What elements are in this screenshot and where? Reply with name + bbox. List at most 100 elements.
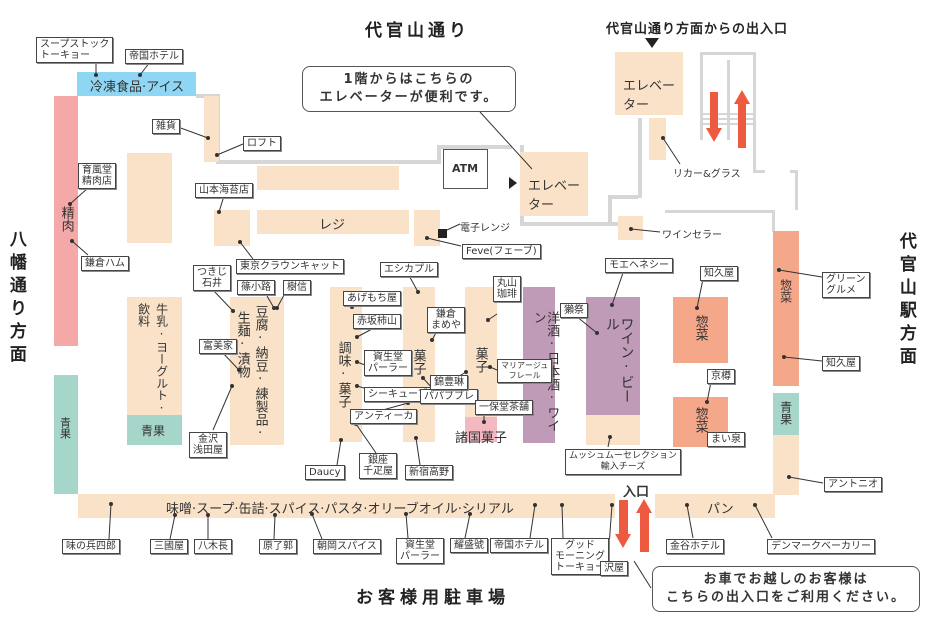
tag-papabubble[interactable]: パパブブレ xyxy=(420,389,478,404)
tag-zakka[interactable]: 雑貨 xyxy=(152,119,180,134)
area-deli-mid1[interactable]: 惣菜 xyxy=(673,297,728,363)
tag-daucy[interactable]: Daucy xyxy=(305,465,345,480)
area-sweets2-label: 菓子 xyxy=(472,347,488,373)
customer-parking: お客様用駐車場 xyxy=(356,588,510,608)
elevator-top[interactable]: エレベーター xyxy=(615,52,683,115)
area-tofu-label: 豆腐·納豆·練製品· xyxy=(252,305,268,441)
tag-ikufudo[interactable]: 育風堂 精肉店 xyxy=(78,163,116,189)
area-bread-label: パン xyxy=(707,502,734,517)
tag-yamamoto[interactable]: 山本海苔店 xyxy=(195,183,253,198)
tag-yoseigo[interactable]: 耀盛號 xyxy=(450,538,488,553)
tag-dassai[interactable]: 獺祭 xyxy=(560,303,588,318)
area-deli-mid1-label: 惣菜 xyxy=(692,315,708,341)
tag-kanaya-hotel[interactable]: 金谷ホテル xyxy=(666,539,724,554)
area-meat[interactable]: 精肉 xyxy=(54,96,78,346)
tag-antonio[interactable]: アントニオ xyxy=(824,477,882,492)
tag-green-gourmet[interactable]: グリーン グルメ xyxy=(822,272,870,298)
shelf-liquor-glass[interactable] xyxy=(649,118,666,160)
tag-good-morning-tokyo[interactable]: グッド モーニング トーキョー xyxy=(551,538,609,575)
shelf-yamamoto[interactable] xyxy=(214,210,250,246)
tag-yagicho[interactable]: 八木長 xyxy=(194,539,232,554)
tag-maruyama-coffee[interactable]: 丸山 珈琲 xyxy=(493,276,521,302)
entrance-label: 入口 xyxy=(623,485,650,500)
tag-mariage-freres[interactable]: マリアージュ フレール xyxy=(497,359,553,383)
area-produce-mid[interactable]: 青果 xyxy=(127,415,182,445)
tag-fumiya[interactable]: 富美家 xyxy=(199,339,237,354)
tag-mushu-cheese[interactable]: ムッシュムーセレクション 輸入チーズ xyxy=(565,449,682,475)
tag-soup-stock[interactable]: スープストック トーキョー xyxy=(36,37,114,63)
tag-agemochi[interactable]: あげもち屋 xyxy=(343,291,401,306)
tag-shinokoji[interactable]: 篠小路 xyxy=(237,280,275,295)
area-seasoning-label: 調味·菓子 xyxy=(335,341,351,408)
area-pantry-label: 味噌·スープ·缶詰·スパイス·パスタ·オリーブオイル·シリアル xyxy=(166,502,514,517)
area-tofu[interactable]: 生麺·漬物 豆腐·納豆·練製品· xyxy=(230,297,284,445)
shelf-zakka[interactable] xyxy=(204,96,219,162)
area-produce-left-label: 青果 xyxy=(58,417,72,439)
area-seasoning[interactable]: 調味·菓子 xyxy=(330,287,362,442)
tag-kyotaru[interactable]: 京樽 xyxy=(707,369,735,384)
atm[interactable]: ATM xyxy=(443,149,488,189)
tag-ippodo[interactable]: 一保堂茶舗 xyxy=(475,400,533,415)
tag-chikyuya-1[interactable]: 知久屋 xyxy=(700,266,738,281)
tag-antica[interactable]: アンティーカ xyxy=(350,409,418,424)
area-frozen[interactable]: 冷凍食品·アイス xyxy=(77,72,196,96)
tag-ajino-hyoshiro[interactable]: 味の兵四郎 xyxy=(62,539,120,554)
car-callout: お車でお越しのお客様は こちらの出入口をご利用ください。 xyxy=(652,566,920,612)
tag-sawaya[interactable]: 沢屋 xyxy=(600,561,628,576)
tag-shiseido-parlour-2[interactable]: 資生堂 パーラー xyxy=(396,538,444,564)
area-produce-left[interactable]: 青果 xyxy=(54,375,78,494)
escalator-down-icon xyxy=(710,92,718,130)
tag-jusen[interactable]: 樹信 xyxy=(283,280,311,295)
tag-akasaka-kakiyama[interactable]: 赤坂柿山 xyxy=(353,314,401,329)
area-deli-right[interactable]: 惣菜 xyxy=(773,231,799,386)
elevator-center[interactable]: エレベーター xyxy=(520,152,588,216)
tag-imperial-hotel-top[interactable]: 帝国ホテル xyxy=(125,49,183,64)
street-daikanyama-dori: 代官山通り xyxy=(365,21,470,41)
area-drinks-label: 飲料 xyxy=(136,303,151,327)
tag-feve[interactable]: Feve(フェーブ) xyxy=(462,244,541,259)
tag-chikyuya-2[interactable]: 知久屋 xyxy=(822,356,860,371)
daikanyama-station-direction: 代官山駅方面 xyxy=(895,232,916,370)
tag-imperial-hotel-bottom[interactable]: 帝国ホテル xyxy=(490,538,548,553)
tag-kamakura-mameya[interactable]: 鎌倉 まめや xyxy=(427,307,465,333)
tag-denmark-bakery[interactable]: デンマークベーカリー xyxy=(767,539,875,554)
tag-mikuniya[interactable]: 三國屋 xyxy=(150,539,188,554)
area-regional-sweets[interactable] xyxy=(465,417,497,442)
top-entrance-label: 代官山通り方面からの出入口 xyxy=(606,22,789,37)
shelf-cheese[interactable] xyxy=(586,415,640,445)
shelf-b[interactable] xyxy=(257,166,399,190)
area-pantry[interactable]: 味噌·スープ·缶詰·スパイス·パスタ·オリーブオイル·シリアル xyxy=(78,494,615,518)
shelf-wine-cellar[interactable] xyxy=(618,216,643,240)
area-drinks-dairy[interactable]: 飲料 牛乳·ヨーグルト· xyxy=(127,297,182,415)
shelf-a[interactable] xyxy=(127,153,172,243)
tag-kamakura-ham[interactable]: 鎌倉ハム xyxy=(81,256,129,271)
tag-esicaple[interactable]: エシカプル xyxy=(380,262,438,277)
area-produce-right[interactable]: 青果 xyxy=(773,393,799,435)
tag-maisen[interactable]: まい泉 xyxy=(707,432,745,447)
tag-hararyoukaku[interactable]: 原了郭 xyxy=(259,539,297,554)
tag-tokyo-crown-cat[interactable]: 東京クラウンキャット xyxy=(236,259,344,274)
tag-shiseido-parlour-1[interactable]: 資生堂 パーラー xyxy=(364,350,412,376)
street-hachiman-dori: 八幡通り方面 xyxy=(5,230,26,368)
tag-c-cube[interactable]: シーキューブ xyxy=(364,387,432,402)
area-meat-label: 精肉 xyxy=(58,206,74,232)
tag-kinhourin[interactable]: 錦豊琳 xyxy=(430,375,468,390)
tag-asaoka-spice[interactable]: 朝岡スパイス xyxy=(313,539,381,554)
tag-ginza-sembikiya[interactable]: 銀座 千疋屋 xyxy=(359,453,397,479)
microwave-label: 電子レンジ xyxy=(460,223,510,234)
area-wine-beer-label: ワイン·ビール xyxy=(603,317,635,403)
area-register[interactable]: レジ xyxy=(257,210,409,234)
shelf-antonio[interactable] xyxy=(773,435,799,495)
area-bread[interactable]: パン xyxy=(655,494,775,518)
atm-label: ATM xyxy=(452,162,479,175)
tag-moet-hennessy[interactable]: モエヘネシー xyxy=(605,258,673,273)
microwave-icon xyxy=(438,229,447,238)
tag-shinjuku-takano[interactable]: 新宿高野 xyxy=(405,465,453,480)
shelf-feve[interactable] xyxy=(414,210,440,246)
area-noodles-label: 生麺·漬物 xyxy=(234,311,250,378)
tag-loft[interactable]: ロフト xyxy=(243,136,281,151)
tag-tsukiji-ishii[interactable]: つきじ 石井 xyxy=(193,265,231,291)
tag-kanazawa-asadaya[interactable]: 金沢 浅田屋 xyxy=(189,432,227,458)
area-wine-beer[interactable]: ワイン·ビール xyxy=(586,297,640,415)
entrance-marker-icon xyxy=(645,38,659,48)
